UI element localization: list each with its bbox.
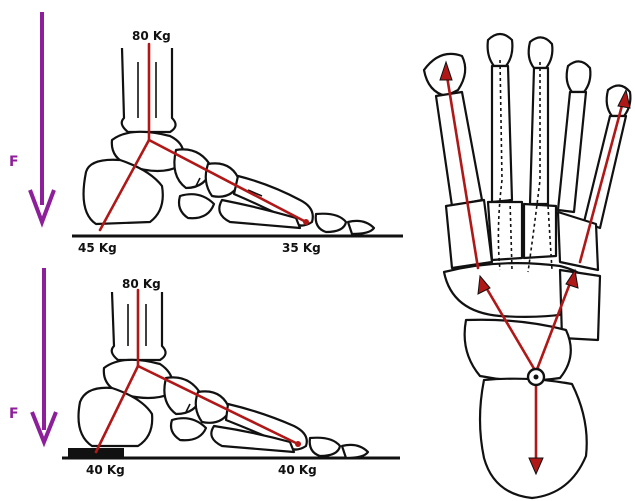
- bottom-forefoot-contact-point: [295, 441, 301, 447]
- bottom-load-label: 80 Kg: [122, 277, 161, 291]
- dorsal-load-center-dot: [534, 375, 539, 380]
- bottom-force-arrow: [32, 268, 56, 442]
- dorsal-foot-group: [424, 34, 630, 498]
- top-force-arrow: [30, 12, 54, 222]
- top-foot-group: F: [9, 12, 403, 255]
- top-heel-label: 45 Kg: [78, 241, 117, 255]
- top-forefoot-label: 35 Kg: [282, 241, 321, 255]
- bottom-heel-label: 40 Kg: [86, 463, 125, 477]
- top-load-label: 80 Kg: [132, 29, 171, 43]
- bottom-forefoot-label: 40 Kg: [278, 463, 317, 477]
- bottom-force-label: F: [9, 406, 19, 422]
- top-force-label: F: [9, 154, 19, 170]
- top-forefoot-contact-point: [303, 219, 309, 225]
- bottom-foot-group: F 80 Kg 40 Kg 40: [9, 268, 400, 477]
- dorsal-lateral-ray-line: [580, 98, 624, 262]
